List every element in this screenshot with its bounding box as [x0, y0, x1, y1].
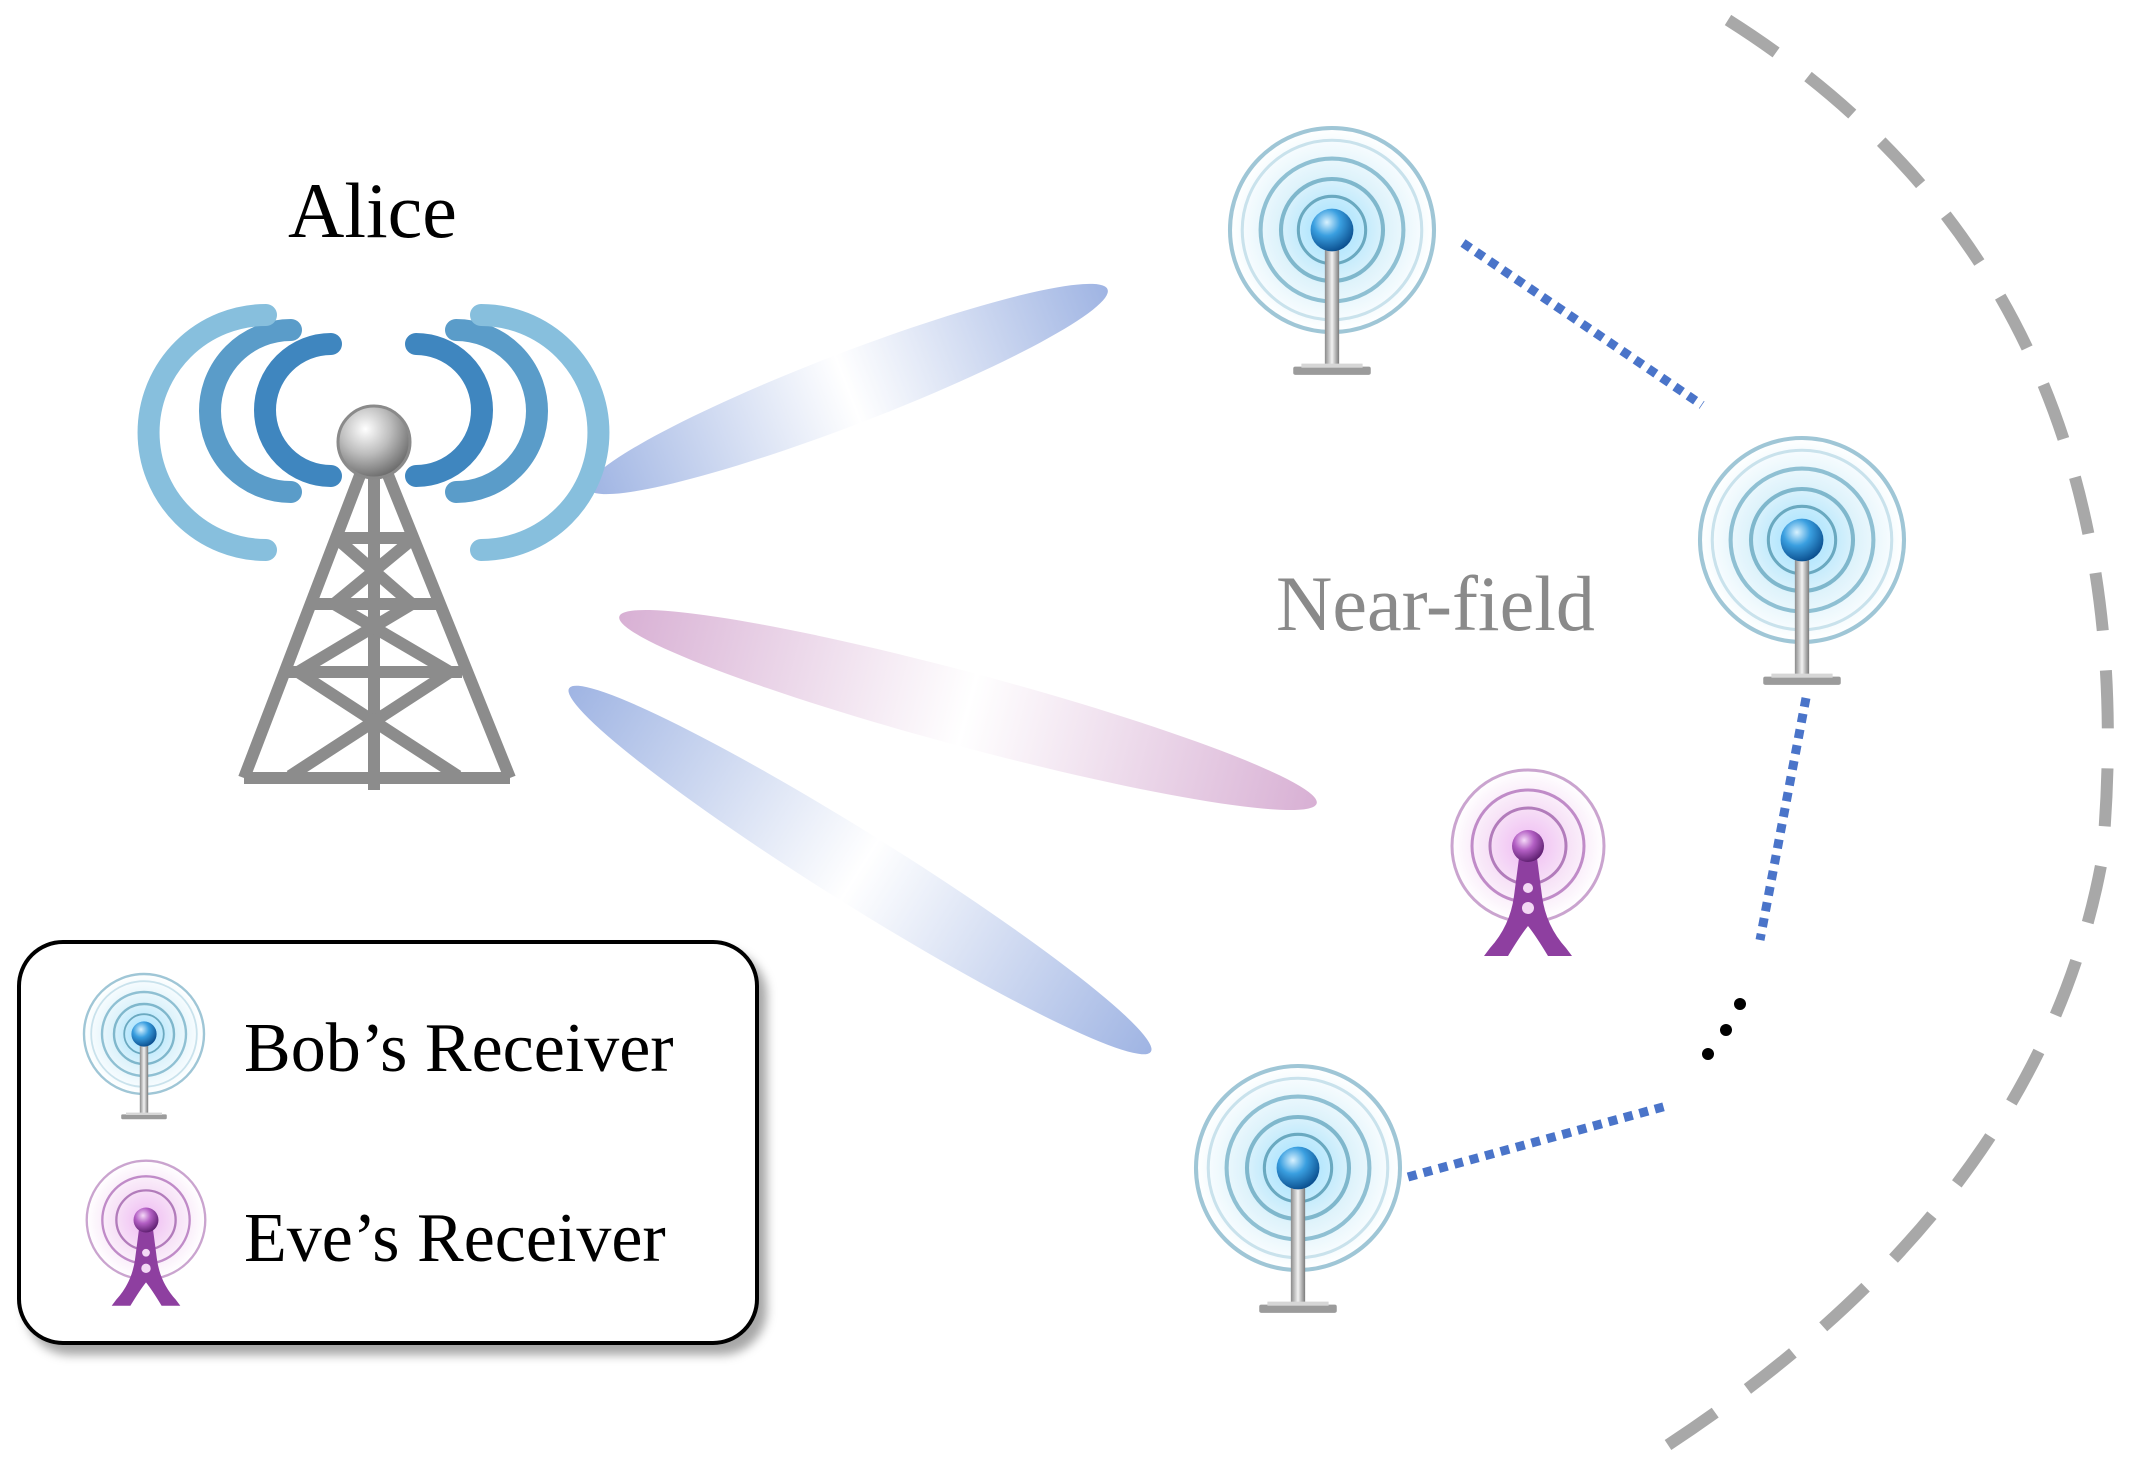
link-dots-top	[1460, 239, 1705, 409]
legend-eve-label: Eve’s Receiver	[244, 1200, 666, 1277]
alice-tower-icon	[137, 304, 610, 790]
beam-to-bob-bottom	[568, 685, 1152, 1055]
near-field-boundary	[1664, 14, 2114, 1451]
legend-bob-receiver-icon	[82, 972, 206, 1121]
alice-label: Alice	[288, 167, 457, 254]
beam-to-bob-top	[588, 283, 1108, 495]
legend-eve-receiver-icon	[85, 1159, 207, 1307]
beam-to-eve	[619, 609, 1317, 811]
near-field-label: Near-field	[1276, 560, 1595, 647]
link-dots-bottom	[1406, 1100, 1672, 1182]
ellipsis-dot	[1702, 1048, 1714, 1060]
ellipsis-dot	[1734, 998, 1746, 1010]
ellipsis-dot	[1720, 1024, 1732, 1036]
legend-bob-label: Bob’s Receiver	[244, 1010, 674, 1087]
